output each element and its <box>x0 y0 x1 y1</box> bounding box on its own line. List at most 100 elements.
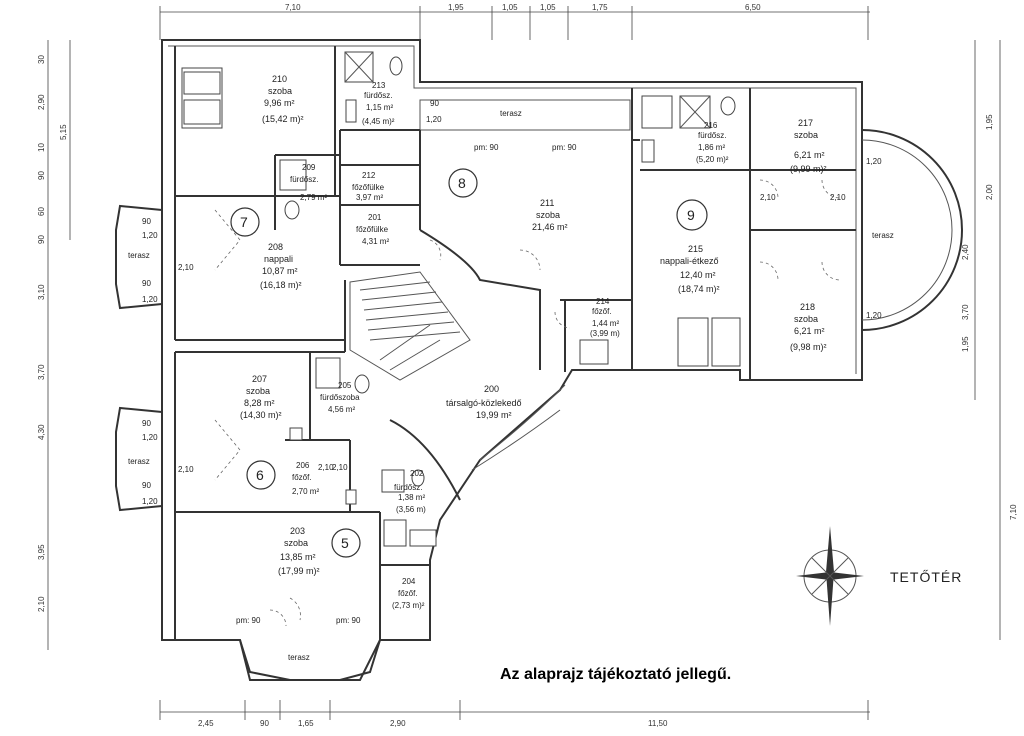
left-dim-2: 10 <box>37 143 46 152</box>
terrace-label: terasz <box>288 653 310 662</box>
room-210: 210 szoba 9,96 m² (15,42 m)² <box>262 74 304 124</box>
door-label: 90 <box>142 279 151 288</box>
top-dimension-line: 7,10 1,95 1,05 1,05 1,75 6,50 <box>159 3 870 40</box>
right-dim-8: 1,95 <box>961 336 970 352</box>
svg-text:2,70 m²: 2,70 m² <box>292 487 319 496</box>
svg-text:(15,42 m)²: (15,42 m)² <box>262 114 304 124</box>
svg-text:szoba: szoba <box>794 314 818 324</box>
svg-text:(17,99 m)²: (17,99 m)² <box>278 566 320 576</box>
svg-text:szoba: szoba <box>246 386 270 396</box>
fixtures <box>181 51 741 547</box>
svg-text:2,79 m²: 2,79 m² <box>300 193 327 202</box>
room-211: 211 szoba 21,46 m² <box>532 198 568 232</box>
svg-text:(16,18 m)²: (16,18 m)² <box>260 280 302 290</box>
door-dimension-labels: 90 1,20 pm: 90 pm: 90 90 1,20 2,10 90 1,… <box>142 99 882 625</box>
apartment-number: 9 <box>687 207 695 223</box>
right-dim-3: 2,40 <box>961 244 970 260</box>
door-label: 2,10 <box>760 193 776 202</box>
door-label: 1,20 <box>142 295 158 304</box>
room-203: 203 szoba 13,85 m² (17,99 m)² <box>278 526 320 576</box>
door-label: pm: 90 <box>474 143 499 152</box>
left-terrace-lower: terasz <box>115 406 163 512</box>
apartment-number: 5 <box>341 535 349 551</box>
plan-title: TETŐTÉR <box>890 569 962 585</box>
left-dim-15: 2,10 <box>37 596 46 612</box>
top-terrace: terasz <box>419 99 631 131</box>
curved-corridor <box>389 384 566 501</box>
sink-icon <box>641 139 655 163</box>
room-209: 209 fürdősz. 2,79 m² <box>290 163 327 202</box>
left-dim-6: 90 <box>37 235 46 244</box>
sink-icon <box>345 99 357 123</box>
room-212: 212 főzőfülke 3,97 m² <box>352 171 385 202</box>
room-215: 215 nappali-étkező 12,40 m² (18,74 m)² <box>660 244 720 294</box>
room-214: 214 főzőf. 1,44 m² (3,99 m) <box>590 297 620 338</box>
svg-text:szoba: szoba <box>536 210 560 220</box>
door-label: 2,10 <box>178 263 194 272</box>
svg-text:1,15 m²: 1,15 m² <box>366 103 393 112</box>
room-202: 202 fürdősz. 1,38 m² (3,56 m) <box>394 469 426 514</box>
svg-text:203: 203 <box>290 526 305 536</box>
top-dim-2: 1,95 <box>448 3 464 12</box>
svg-text:12,40 m²: 12,40 m² <box>680 270 716 280</box>
svg-text:216: 216 <box>704 121 718 130</box>
svg-text:(4,45 m)²: (4,45 m)² <box>362 117 395 126</box>
shower-icon <box>641 95 673 129</box>
room-205: 205 fürdőszoba 4,56 m² <box>320 381 360 414</box>
svg-text:209: 209 <box>302 163 316 172</box>
apartment-number: 7 <box>240 214 248 230</box>
svg-text:1,86 m²: 1,86 m² <box>698 143 725 152</box>
bathtub-icon <box>677 317 709 367</box>
svg-text:fürdősz.: fürdősz. <box>364 91 392 100</box>
left-dim-9: 3,70 <box>37 364 46 380</box>
svg-text:6,21 m²: 6,21 m² <box>794 326 825 336</box>
bottom-terrace: terasz <box>239 639 381 681</box>
svg-text:(9,99 m)²: (9,99 m)² <box>790 164 827 174</box>
terrace-label: terasz <box>500 109 522 118</box>
top-dim-6: 6,50 <box>745 3 761 12</box>
svg-text:(18,74 m)²: (18,74 m)² <box>678 284 720 294</box>
svg-text:207: 207 <box>252 374 267 384</box>
svg-text:200: 200 <box>484 384 499 394</box>
left-dimension-lines: 30 2,90 10 90 60 90 3,10 3,70 4,30 3,95 … <box>37 40 71 650</box>
room-200: 200 társalgó-közlekedő 19,99 m² <box>446 384 522 420</box>
outer-walls <box>161 39 863 681</box>
staircase <box>349 271 471 381</box>
room-206: 206 főzőf. 2,70 m² <box>292 461 319 496</box>
svg-text:21,46 m²: 21,46 m² <box>532 222 568 232</box>
right-total-dim: 7,10 <box>1009 504 1018 520</box>
svg-text:9,96 m²: 9,96 m² <box>264 98 295 108</box>
svg-text:214: 214 <box>596 297 610 306</box>
svg-text:8,28 m²: 8,28 m² <box>244 398 275 408</box>
svg-text:nappali-étkező: nappali-étkező <box>660 256 719 266</box>
svg-text:19,99 m²: 19,99 m² <box>476 410 512 420</box>
left-dim-4: 60 <box>37 207 46 216</box>
svg-text:fürdősz.: fürdősz. <box>290 175 318 184</box>
apartment-number: 8 <box>458 175 466 191</box>
shower-icon <box>383 519 407 547</box>
svg-text:208: 208 <box>268 242 283 252</box>
room-213: 213 fürdősz. 1,15 m² (4,45 m)² <box>362 81 395 126</box>
room-204: 204 főzőf. (2,73 m)² <box>392 577 425 610</box>
door-label: 2,10 <box>332 463 348 472</box>
svg-text:205: 205 <box>338 381 352 390</box>
svg-text:főzőfülke: főzőfülke <box>352 183 385 192</box>
shower-icon <box>315 357 341 389</box>
door-label: 1,20 <box>142 231 158 240</box>
svg-text:202: 202 <box>410 469 424 478</box>
svg-text:szoba: szoba <box>794 130 818 140</box>
right-dim-7: 3,70 <box>961 304 970 320</box>
left-total-dim: 5,15 <box>59 124 68 140</box>
terrace-label: terasz <box>128 251 150 260</box>
apartment-number: 6 <box>256 467 264 483</box>
toilet-icon <box>389 56 403 76</box>
svg-text:3,97 m²: 3,97 m² <box>356 193 383 202</box>
svg-text:1,38 m²: 1,38 m² <box>398 493 425 502</box>
svg-text:társalgó-közlekedő: társalgó-közlekedő <box>446 398 522 408</box>
bottom-dim-4: 2,90 <box>390 719 406 728</box>
svg-text:(3,99 m): (3,99 m) <box>590 329 620 338</box>
svg-text:213: 213 <box>372 81 386 90</box>
svg-text:(2,73 m)²: (2,73 m)² <box>392 601 425 610</box>
door-label: 90 <box>430 99 439 108</box>
doors <box>214 179 841 627</box>
